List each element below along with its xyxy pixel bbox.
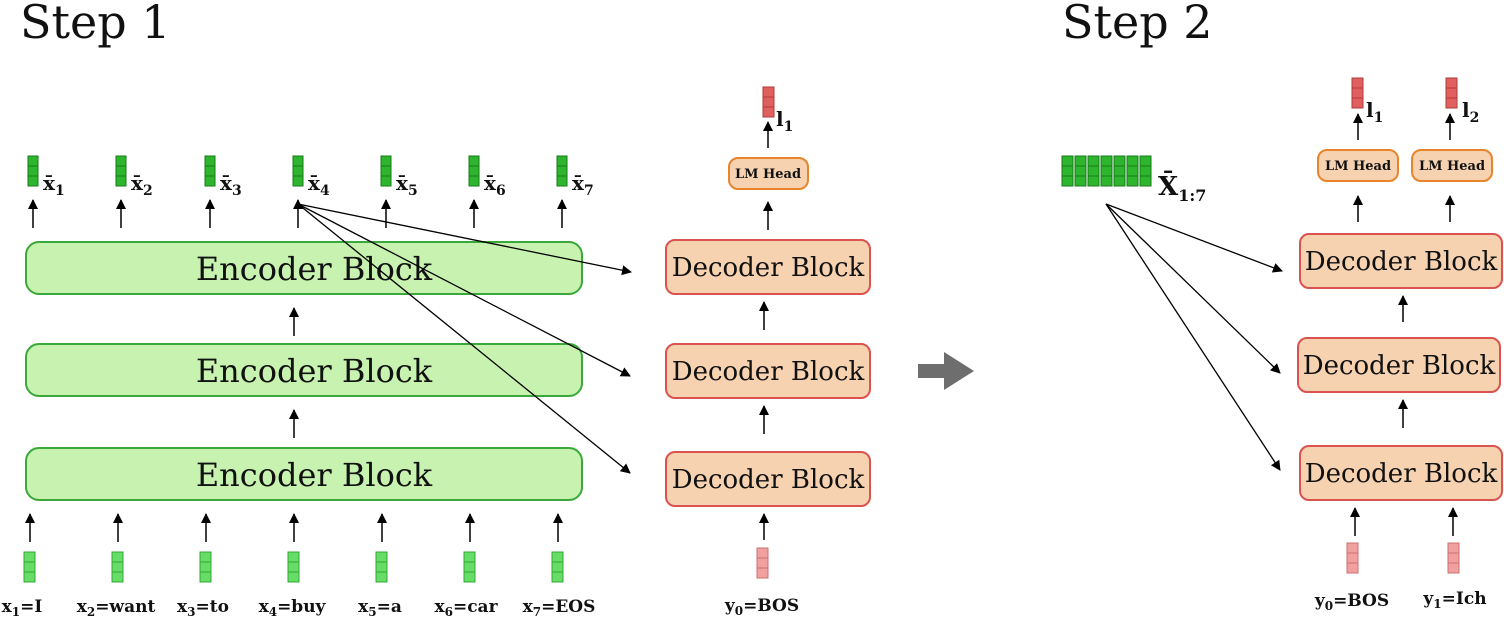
step2-decoder-input-label-1: y0=BOS bbox=[1314, 591, 1389, 613]
encoded-seq-vector-6 bbox=[1126, 155, 1139, 187]
svg-text:Decoder Block: Decoder Block bbox=[672, 465, 865, 495]
step2-lm-head-1: LM Head bbox=[1317, 149, 1399, 182]
input-token-4: x4=buy bbox=[259, 597, 327, 618]
input-token-3: x3=to bbox=[177, 597, 229, 618]
svg-text:LM Head: LM Head bbox=[735, 167, 801, 182]
input-vector-2 bbox=[111, 551, 124, 583]
svg-text:Decoder Block: Decoder Block bbox=[1303, 351, 1496, 381]
encoded-sequence-vectors bbox=[1061, 155, 1152, 187]
step1-logit-label: l1 bbox=[776, 107, 793, 135]
input-vectors-row bbox=[23, 551, 564, 583]
step2-logit-label-2: l2 bbox=[1462, 98, 1479, 126]
encoded-seq-vector-4 bbox=[1100, 155, 1113, 187]
svg-text:Decoder Block: Decoder Block bbox=[672, 357, 865, 387]
input-vector-5 bbox=[375, 551, 388, 583]
input-token-6: x6=car bbox=[434, 597, 498, 618]
encoded-seq-vector-1 bbox=[1061, 155, 1074, 187]
encoded-seq-vector-5 bbox=[1113, 155, 1126, 187]
step2-logit-vector-1 bbox=[1351, 77, 1364, 109]
encoded-seq-vector-2 bbox=[1074, 155, 1087, 187]
encoded-vector-7 bbox=[556, 155, 568, 187]
encoded-label-3: x̄3 bbox=[220, 171, 242, 199]
step1-decoder-input-label: y0=BOS bbox=[724, 596, 799, 618]
encoded-label-2: x̄2 bbox=[131, 171, 153, 199]
step1-decoder-arrows bbox=[759, 121, 773, 540]
svg-text:Decoder Block: Decoder Block bbox=[1305, 247, 1498, 277]
encoded-vector-3 bbox=[204, 155, 216, 187]
step2-decoder-input-vector-1 bbox=[1346, 542, 1359, 574]
step2-decoder-block-1: Decoder Block bbox=[1299, 445, 1503, 501]
step2-title: Step 2 bbox=[1062, 0, 1213, 49]
svg-text:LM Head: LM Head bbox=[1325, 159, 1391, 174]
encoder-block-2: Encoder Block bbox=[25, 343, 583, 397]
encoded-label-1: x̄1 bbox=[43, 171, 65, 199]
input-vector-6 bbox=[463, 551, 476, 583]
encoded-vectors-row bbox=[27, 155, 568, 187]
step2-lm-head-2: LM Head bbox=[1411, 149, 1493, 182]
input-token-labels: x1=I x2=want x3=to x4=buy x5=a x6=car x7… bbox=[2, 597, 596, 618]
encoded-vector-5 bbox=[380, 155, 392, 187]
step1-decoder-block-1: Decoder Block bbox=[665, 451, 871, 507]
input-token-1: x1=I bbox=[2, 597, 43, 618]
step1-decoder-input-vector bbox=[756, 547, 769, 579]
cross-attention-arrows-step1 bbox=[297, 203, 632, 474]
input-token-5: x5=a bbox=[358, 597, 402, 618]
encoded-sequence-label: X̄1:7 bbox=[1158, 170, 1206, 205]
encoded-label-7: x̄7 bbox=[572, 171, 594, 199]
encoded-label-5: x̄5 bbox=[396, 171, 418, 199]
step2-logit-label-1: l1 bbox=[1366, 98, 1383, 126]
encoded-seq-vector-3 bbox=[1087, 155, 1100, 187]
svg-text:Encoder Block: Encoder Block bbox=[196, 352, 433, 390]
encoded-vector-2 bbox=[115, 155, 127, 187]
step1-logit-vector bbox=[762, 86, 775, 118]
encoder-block-3: Encoder Block bbox=[25, 241, 583, 295]
encoder-input-arrows bbox=[25, 513, 563, 542]
step2-decoder-input-vector-2 bbox=[1447, 542, 1460, 574]
encoded-vector-1 bbox=[27, 155, 39, 187]
svg-text:LM Head: LM Head bbox=[1419, 159, 1485, 174]
encoded-vector-labels: x̄1 x̄2 x̄3 x̄4 x̄5 x̄6 x̄7 bbox=[43, 171, 594, 199]
step1-title: Step 1 bbox=[20, 0, 171, 49]
input-vector-1 bbox=[23, 551, 36, 583]
step-transition-arrow bbox=[918, 352, 974, 390]
input-vector-7 bbox=[551, 551, 564, 583]
encoded-vector-6 bbox=[468, 155, 480, 187]
step2-logit-vector-2 bbox=[1445, 77, 1458, 109]
input-token-2: x2=want bbox=[77, 597, 156, 618]
encoded-vector-4 bbox=[292, 155, 304, 187]
encoded-seq-vector-7 bbox=[1139, 155, 1152, 187]
svg-text:Decoder Block: Decoder Block bbox=[672, 253, 865, 283]
svg-text:Decoder Block: Decoder Block bbox=[1305, 459, 1498, 489]
step2-decoder-block-2: Decoder Block bbox=[1297, 337, 1501, 393]
cross-attention-arrows-step2 bbox=[1105, 203, 1283, 471]
input-token-7: x7=EOS bbox=[523, 597, 596, 618]
input-vector-4 bbox=[287, 551, 300, 583]
encoded-label-6: x̄6 bbox=[484, 171, 506, 199]
encoded-label-4: x̄4 bbox=[308, 171, 330, 199]
step1-lm-head: LM Head bbox=[728, 157, 809, 190]
encoder-block-1: Encoder Block bbox=[25, 447, 583, 501]
step2-decoder-arrows bbox=[1350, 113, 1458, 536]
step1-decoder-block-3: Decoder Block bbox=[665, 239, 871, 295]
encoder-output-arrows bbox=[28, 199, 567, 228]
svg-text:Encoder Block: Encoder Block bbox=[196, 456, 433, 494]
input-vector-3 bbox=[199, 551, 212, 583]
step2-decoder-block-3: Decoder Block bbox=[1299, 233, 1503, 289]
step1-decoder-block-2: Decoder Block bbox=[665, 343, 871, 399]
step2-decoder-input-label-2: y1=Ich bbox=[1422, 589, 1486, 611]
